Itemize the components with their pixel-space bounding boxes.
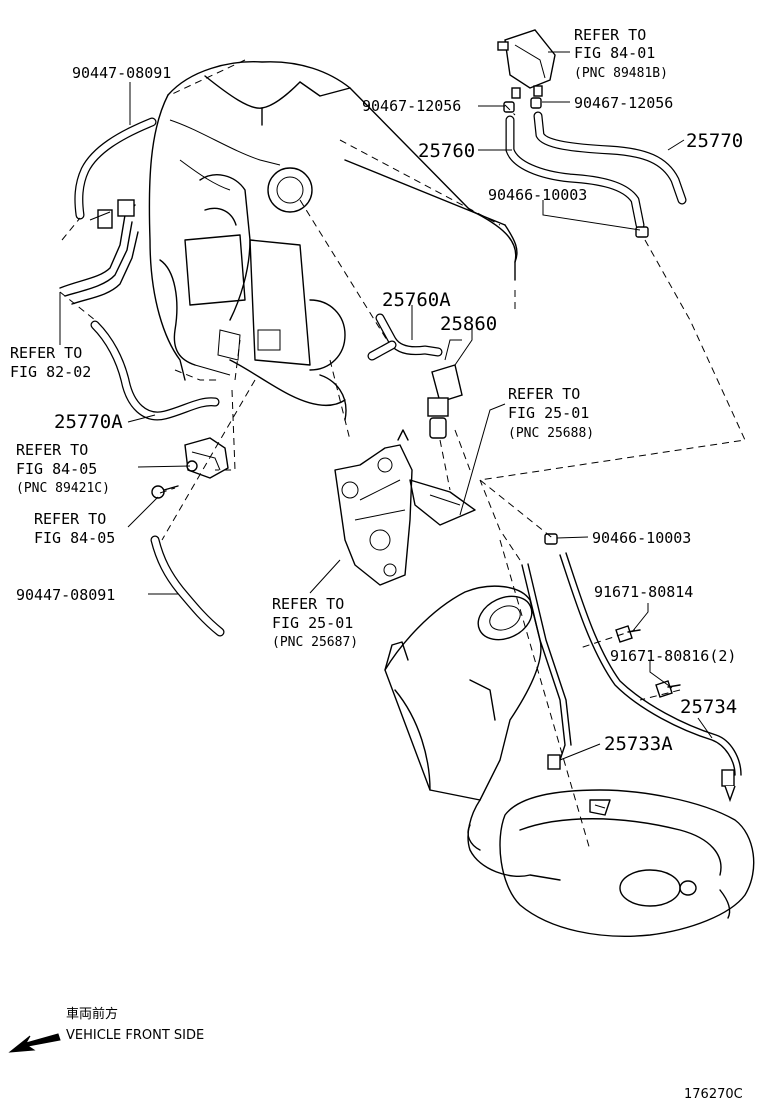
catalytic-converter <box>384 585 755 937</box>
label-91671-80814: 91671-80814 <box>594 583 693 601</box>
label-25734: 25734 <box>680 696 737 718</box>
label-90466-10003-top: 90466-10003 <box>488 186 587 204</box>
clip-90466-mid <box>544 533 558 545</box>
label-refer-25-01-25687-line2: FIG 25-01 <box>272 614 353 632</box>
label-refer-84-05-line1: REFER TO <box>16 441 88 459</box>
label-refer-82-02-line1: REFER TO <box>10 344 82 362</box>
label-front-japanese: 車両前方 <box>66 1006 118 1022</box>
label-refer-84-05b-line1: REFER TO <box>34 510 106 528</box>
figure-number: 176270C <box>684 1087 743 1102</box>
clip-90466-top <box>635 226 649 238</box>
label-refer-84-01-line1: REFER TO <box>574 26 646 44</box>
label-25770a: 25770A <box>54 411 123 433</box>
label-25760: 25760 <box>418 140 475 162</box>
label-90467-12056-right: 90467-12056 <box>574 94 673 112</box>
hose-90447-bottom <box>150 535 225 637</box>
hose-25770a <box>90 320 220 421</box>
label-refer-25-01-25687-line1: REFER TO <box>272 595 344 613</box>
bolt-91671-80816 <box>655 680 681 698</box>
bolt-91671-80814 <box>615 625 641 643</box>
o2-sensor-25734 <box>559 552 742 803</box>
label-90467-12056-left: 90467-12056 <box>362 97 461 115</box>
vacuum-sensor-89481b <box>497 29 556 99</box>
label-refer-84-05b-line2: FIG 84-05 <box>34 529 115 547</box>
leader-lines <box>59 51 713 761</box>
label-refer-84-01-line2: FIG 84-01 <box>574 44 655 62</box>
clip-90467-left <box>503 101 515 113</box>
guide-lines <box>59 59 746 851</box>
label-vehicle-front-side: VEHICLE FRONT SIDE <box>66 1028 204 1043</box>
sensor-89421c <box>184 437 229 479</box>
hose-25770 <box>533 111 687 205</box>
label-90466-10003-mid: 90466-10003 <box>592 529 691 547</box>
label-25770: 25770 <box>686 130 743 152</box>
label-refer-82-02-line2: FIG 82-02 <box>10 363 91 381</box>
label-90447-08091-top: 90447-08091 <box>72 64 171 82</box>
hose-25760a <box>367 313 443 361</box>
arrow-left-down-icon <box>8 1033 61 1053</box>
hose-90447-top <box>74 117 157 220</box>
label-25733a: 25733A <box>604 733 673 755</box>
pipe-bracket-82-02 <box>59 199 139 305</box>
label-refer-25-01-25687-line3: (PNC 25687) <box>272 635 358 650</box>
label-25860: 25860 <box>440 313 497 335</box>
label-refer-84-01-line3: (PNC 89481B) <box>574 66 668 81</box>
bracket-25688 <box>409 479 476 526</box>
label-refer-84-05-line3: (PNC 89421C) <box>16 481 110 496</box>
engine-block <box>148 61 518 441</box>
label-refer-84-05-line2: FIG 84-05 <box>16 460 97 478</box>
o2-sensor-25733a <box>521 563 572 770</box>
hose-25760 <box>505 115 645 230</box>
label-refer-25-01-25688-line3: (PNC 25688) <box>508 426 594 441</box>
label-90447-08091-bottom: 90447-08091 <box>16 586 115 604</box>
label-refer-25-01-25688-line1: REFER TO <box>508 385 580 403</box>
vsv-25860 <box>427 339 463 439</box>
label-refer-25-01-25688-line2: FIG 25-01 <box>508 404 589 422</box>
label-91671-80816: 91671-80816(2) <box>610 647 736 665</box>
label-25760a: 25760A <box>382 289 451 311</box>
bracket-25687 <box>334 429 413 586</box>
clip-90467-right <box>530 97 542 109</box>
